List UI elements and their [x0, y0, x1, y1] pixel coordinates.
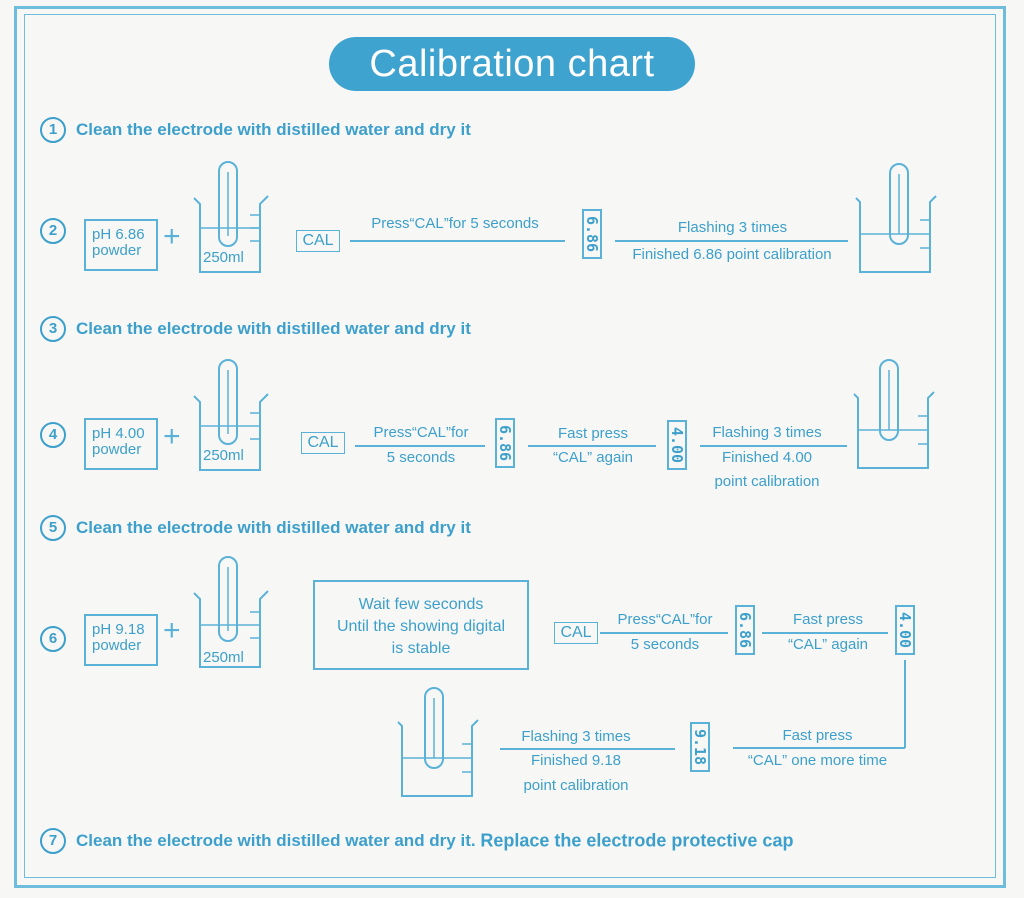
step-number-6: 6	[40, 626, 66, 652]
cal-button-icon: CAL	[296, 230, 340, 252]
arrow-line	[600, 632, 728, 634]
powder-sub: powder	[92, 242, 142, 259]
fast-press-2-label-1: Fast press	[782, 727, 853, 744]
powder-label: pH 6.86	[92, 226, 145, 243]
step-7: 7 Clean the electrode with distilled wate…	[40, 828, 793, 854]
beaker-with-electrode-icon	[397, 687, 479, 797]
arrow-line	[615, 240, 848, 242]
page-title: Calibration chart	[329, 37, 695, 91]
step-1: 1 Clean the electrode with distilled wate…	[40, 117, 471, 143]
finished-label-2: point calibration	[714, 473, 820, 490]
step-number-7: 7	[40, 828, 66, 854]
press-label-1: Press“CAL”for	[617, 611, 713, 628]
step-number-1: 1	[40, 117, 66, 143]
lcd-display-icon: 9.18	[690, 722, 710, 772]
finished-label-2: point calibration	[523, 777, 629, 794]
plus-icon: +	[163, 614, 181, 647]
arrow-line	[350, 240, 565, 242]
powder-sub: powder	[92, 441, 142, 458]
plus-icon: +	[163, 420, 181, 453]
beaker-with-electrode-icon	[193, 556, 269, 668]
arrow-line	[733, 747, 905, 749]
flash-label: Flashing 3 times	[521, 728, 631, 745]
arrow-line	[528, 445, 656, 447]
powder-label: pH 9.18	[92, 621, 145, 638]
inner-frame	[24, 14, 996, 878]
press-label-1: Press“CAL”for	[373, 424, 469, 441]
fast-press-label-1: Fast press	[792, 611, 864, 628]
lcd-display-icon: 4.00	[895, 605, 915, 655]
arrow-line	[500, 748, 675, 750]
powder-label: pH 4.00	[92, 425, 145, 442]
lcd-display-icon: 6.86	[582, 209, 602, 259]
step-3: 3 Clean the electrode with distilled wate…	[40, 316, 471, 342]
powder-box-9-18: pH 9.18 powder	[84, 614, 158, 666]
plus-icon: +	[163, 220, 181, 253]
wait-line-2: Until the showing digital	[336, 618, 506, 635]
step-5: 5 Clean the electrode with distilled wate…	[40, 515, 471, 541]
step-7-text: Clean the electrode with distilled water…	[76, 831, 476, 850]
finished-label-1: Finished 9.18	[530, 752, 622, 769]
volume-label: 250ml	[203, 649, 244, 666]
fast-press-2-label-2: “CAL” one more time	[747, 752, 888, 769]
step-3-text: Clean the electrode with distilled water…	[76, 319, 471, 338]
fast-press-label-1: Fast press	[557, 425, 629, 442]
wait-note-box: Wait few seconds Until the showing digit…	[313, 580, 529, 670]
cal-button-icon: CAL	[554, 622, 598, 644]
fast-press-label-2: “CAL” again	[787, 636, 869, 653]
fast-press-label-2: “CAL” again	[552, 449, 634, 466]
step-7-bold-text: Replace the electrode protective cap	[480, 830, 794, 851]
wait-line-3: is stable	[391, 640, 451, 657]
lcd-display-icon: 4.00	[667, 420, 687, 470]
outer-frame	[14, 6, 1006, 888]
cal-button-icon: CAL	[301, 432, 345, 454]
powder-sub: powder	[92, 637, 142, 654]
press-label-2: 5 seconds	[386, 449, 456, 466]
step-1-text: Clean the electrode with distilled water…	[76, 120, 471, 139]
arrow-line	[355, 445, 485, 447]
lcd-display-icon: 6.86	[735, 605, 755, 655]
press-label: Press“CAL”for 5 seconds	[371, 215, 539, 232]
finished-label-1: Finished 4.00	[721, 449, 813, 466]
step-number-2: 2	[40, 218, 66, 244]
arrow-line	[762, 632, 888, 634]
beaker-with-electrode-icon	[193, 161, 269, 273]
lcd-display-icon: 6.86	[495, 418, 515, 468]
step-number-5: 5	[40, 515, 66, 541]
wait-line-1: Wait few seconds	[358, 596, 484, 613]
volume-label: 250ml	[203, 447, 244, 464]
step-number-4: 4	[40, 422, 66, 448]
powder-box-6-86: pH 6.86 powder	[84, 219, 158, 271]
step-5-text: Clean the electrode with distilled water…	[76, 518, 471, 537]
connector-line	[904, 660, 906, 748]
arrow-line	[700, 445, 847, 447]
beaker-with-electrode-icon	[853, 359, 935, 469]
press-label-2: 5 seconds	[630, 636, 700, 653]
flash-label: Flashing 3 times	[677, 219, 788, 236]
step-number-3: 3	[40, 316, 66, 342]
powder-box-4-00: pH 4.00 powder	[84, 418, 158, 470]
volume-label: 250ml	[203, 249, 244, 266]
beaker-with-electrode-icon	[855, 163, 937, 273]
flash-label: Flashing 3 times	[712, 424, 822, 441]
finished-label: Finished 6.86 point calibration	[632, 246, 832, 263]
beaker-with-electrode-icon	[193, 359, 269, 471]
